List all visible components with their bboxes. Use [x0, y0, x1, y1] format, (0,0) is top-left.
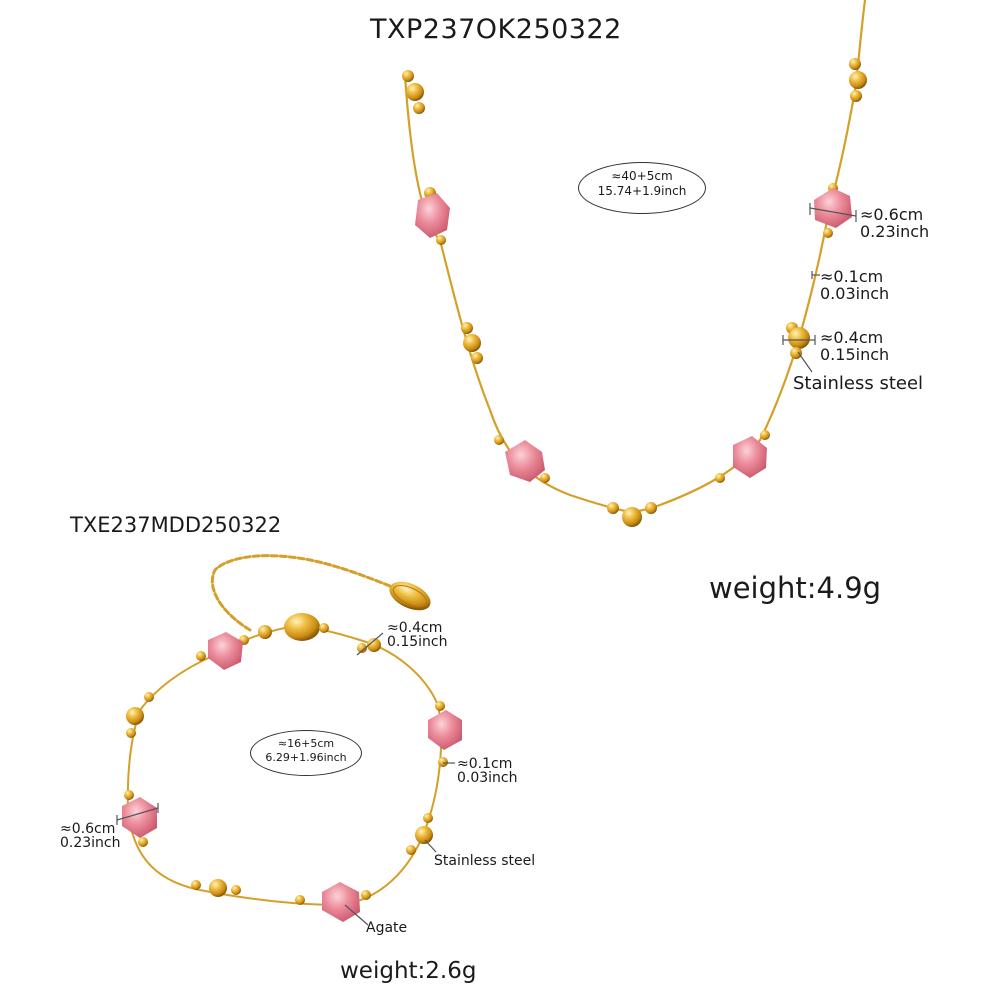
necklace-beads: [402, 58, 867, 527]
necklace-stone-cm: ≈0.6cm: [860, 205, 924, 224]
necklace: [403, 0, 867, 514]
bracelet-bead-size: ≈0.4cm 0.15inch: [387, 621, 448, 649]
bracelet-bead-inch: 0.15inch: [387, 634, 448, 650]
necklace-weight: weight:4.9g: [709, 571, 882, 605]
necklace-chain-right: [628, 0, 867, 514]
bracelet-parts: [122, 581, 462, 922]
bracelet-chain-inch: 0.03inch: [457, 770, 518, 786]
bracelet-length-oval: ≈16+5cm 6.29+1.96inch: [250, 730, 362, 776]
necklace-chain-left: [403, 73, 632, 514]
necklace-material: Stainless steel: [793, 373, 924, 394]
necklace-bead-cm: ≈0.4cm: [820, 328, 884, 347]
necklace-bead-inch: 0.15inch: [820, 345, 890, 364]
bracelet-length-cm: ≈16+5cm: [277, 737, 335, 750]
extender-tag: [392, 584, 428, 608]
necklace-bead-size: ≈0.4cm 0.15inch: [820, 329, 889, 363]
bracelet-chain-size: ≈0.1cm 0.03inch: [457, 757, 518, 785]
bracelet: [126, 554, 443, 907]
bracelet-code: TXE237MDD250322: [70, 513, 282, 537]
bracelet-weight: weight:2.6g: [340, 958, 477, 984]
necklace-length-oval: ≈40+5cm 15.74+1.9inch: [578, 162, 706, 214]
necklace-code: TXP237OK250322: [370, 14, 622, 45]
necklace-length-cm: ≈40+5cm: [611, 169, 673, 183]
bracelet-stone-name: Agate: [366, 920, 408, 936]
bracelet-material: Stainless steel: [434, 853, 536, 869]
necklace-stone-inch: 0.23inch: [860, 222, 930, 241]
bracelet-stone-size: ≈0.6cm 0.23inch: [60, 822, 121, 850]
bracelet-bead-cm: ≈0.4cm: [387, 620, 443, 636]
bracelet-stone-cm: ≈0.6cm: [60, 821, 116, 837]
bracelet-length-inch: 6.29+1.96inch: [265, 751, 347, 764]
necklace-chain-size: ≈0.1cm 0.03inch: [820, 268, 889, 302]
necklace-chain-inch: 0.03inch: [820, 284, 890, 303]
necklace-stone-size: ≈0.6cm 0.23inch: [860, 206, 929, 240]
bracelet-chain: [126, 624, 443, 907]
bracelet-chain-cm: ≈0.1cm: [457, 756, 513, 772]
necklace-length-inch: 15.74+1.9inch: [597, 184, 687, 198]
bracelet-stone-inch: 0.23inch: [60, 835, 121, 851]
necklace-chain-cm: ≈0.1cm: [820, 267, 884, 286]
bracelet-extender: [210, 554, 402, 632]
measure-markers: [116, 203, 857, 926]
